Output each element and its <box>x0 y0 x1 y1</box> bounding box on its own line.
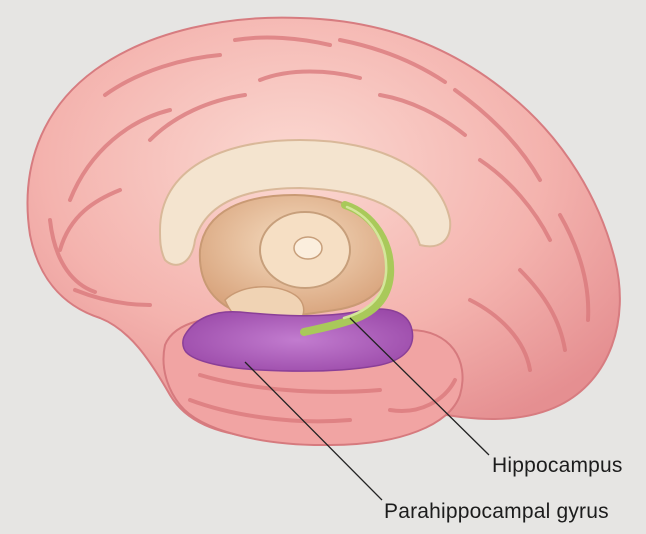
hippocampus-label: Hippocampus <box>492 454 623 478</box>
interthalamic-adhesion <box>294 237 322 259</box>
parahippocampal-gyrus-label: Parahippocampal gyrus <box>384 500 609 524</box>
parahippocampal-gyrus <box>183 309 413 371</box>
